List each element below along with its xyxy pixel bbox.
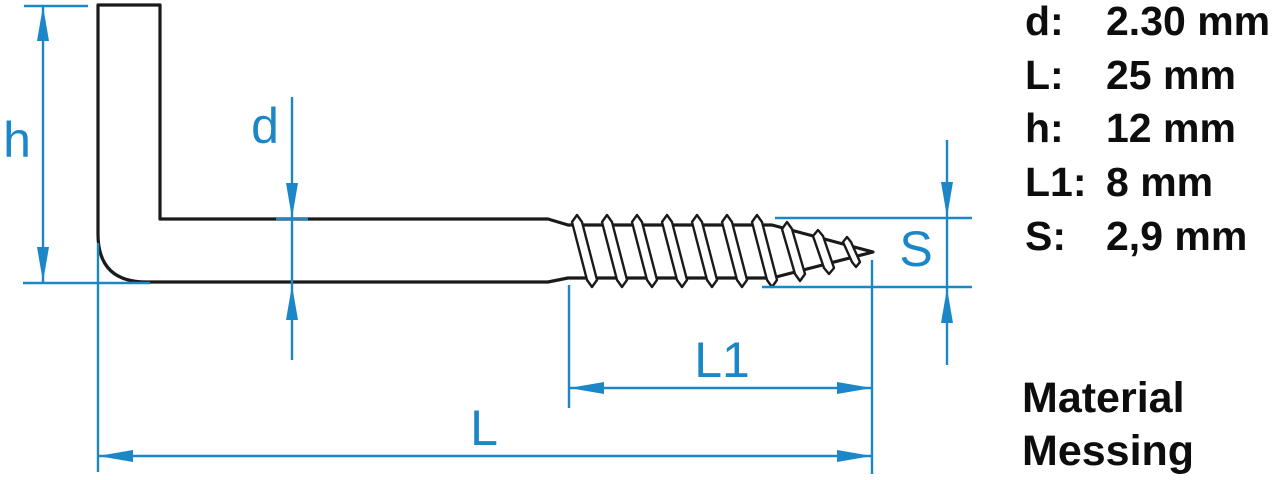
- arrow-down-icon: [941, 182, 953, 217]
- arrow-up-icon: [941, 288, 953, 323]
- arrow-up-icon: [286, 285, 298, 320]
- spec-label-L1: L1:: [1025, 159, 1087, 205]
- arrow-left-icon: [569, 382, 604, 394]
- thread-crest-tip: [811, 228, 836, 276]
- s-dimension-label: S: [899, 221, 932, 277]
- material-value: Messing: [1022, 427, 1194, 475]
- spec-value-L: 25 mm: [1106, 52, 1236, 98]
- thread-crest-tip: [780, 220, 807, 283]
- l1-dimension-label: L1: [694, 332, 750, 388]
- thread-crest: [600, 213, 629, 289]
- thread-crest: [690, 213, 719, 289]
- arrow-right-icon: [837, 382, 872, 394]
- spec-label-L: L:: [1025, 52, 1064, 98]
- thread-crest: [720, 213, 749, 289]
- arrow-left-icon: [98, 450, 133, 462]
- dimension-annotations: h d S L1 L: [3, 4, 972, 474]
- thread-crest: [750, 213, 779, 289]
- spec-panel: d: 2.30 mm L: 25 mm h: 12 mm L1: 8 mm S:…: [1022, 0, 1270, 475]
- l-dimension-label: L: [470, 400, 498, 456]
- spec-label-S: S:: [1025, 213, 1066, 259]
- arrow-down-icon: [37, 247, 49, 282]
- thread-crest: [630, 213, 659, 289]
- arrow-down-icon: [286, 183, 298, 218]
- spec-value-d: 2.30 mm: [1106, 0, 1270, 44]
- spec-label-d: d:: [1025, 0, 1064, 44]
- spec-label-h: h:: [1025, 105, 1064, 151]
- thread-crest: [660, 213, 689, 289]
- h-dimension-label: h: [3, 112, 31, 168]
- material-heading: Material: [1022, 374, 1185, 422]
- spec-value-L1: 8 mm: [1106, 159, 1213, 205]
- screw-hook-figure: [96, 3, 875, 289]
- spec-value-h: 12 mm: [1106, 105, 1236, 151]
- spec-value-S: 2,9 mm: [1106, 213, 1247, 259]
- thread-crest-tip: [841, 235, 862, 269]
- arrow-up-icon: [37, 6, 49, 41]
- arrow-right-icon: [837, 450, 872, 462]
- thread-crest: [570, 213, 599, 289]
- d-dimension-label: d: [251, 98, 279, 154]
